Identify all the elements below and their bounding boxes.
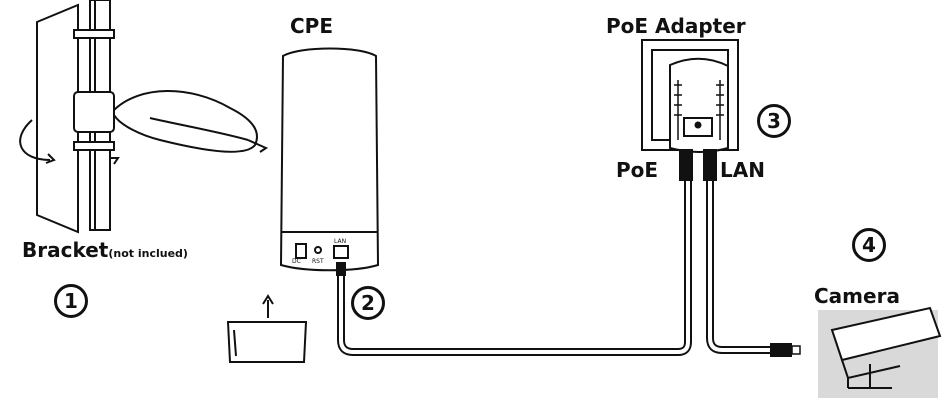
step-3-badge: 3 (757, 104, 791, 138)
port-cover (226, 294, 308, 363)
step-4-badge: 4 (852, 228, 886, 262)
cpe-port-dc: DC (292, 258, 301, 265)
lan-port-label: LAN (720, 158, 765, 182)
bracket-illustration (19, 0, 269, 234)
cpe-port-lan: LAN (334, 238, 347, 245)
bracket-label: Bracket(not inclued) (22, 238, 188, 262)
bracket-label-text: Bracket (22, 238, 109, 262)
camera-illustration (818, 306, 942, 398)
poe-adapter-label: PoE Adapter (606, 14, 746, 38)
poe-port-label: PoE (616, 158, 659, 182)
bracket-note: (not inclued) (108, 247, 188, 260)
cpe-device (279, 47, 380, 272)
poe-adapter-device (641, 39, 739, 181)
cable-lan-to-camera (706, 180, 801, 357)
cpe-port-rst: RST (312, 258, 324, 265)
cable-cpe-to-poe (336, 180, 692, 356)
step-1-badge: 1 (54, 284, 88, 318)
step-2-badge: 2 (351, 286, 385, 320)
cpe-label: CPE (290, 14, 333, 38)
camera-label: Camera (814, 284, 900, 308)
